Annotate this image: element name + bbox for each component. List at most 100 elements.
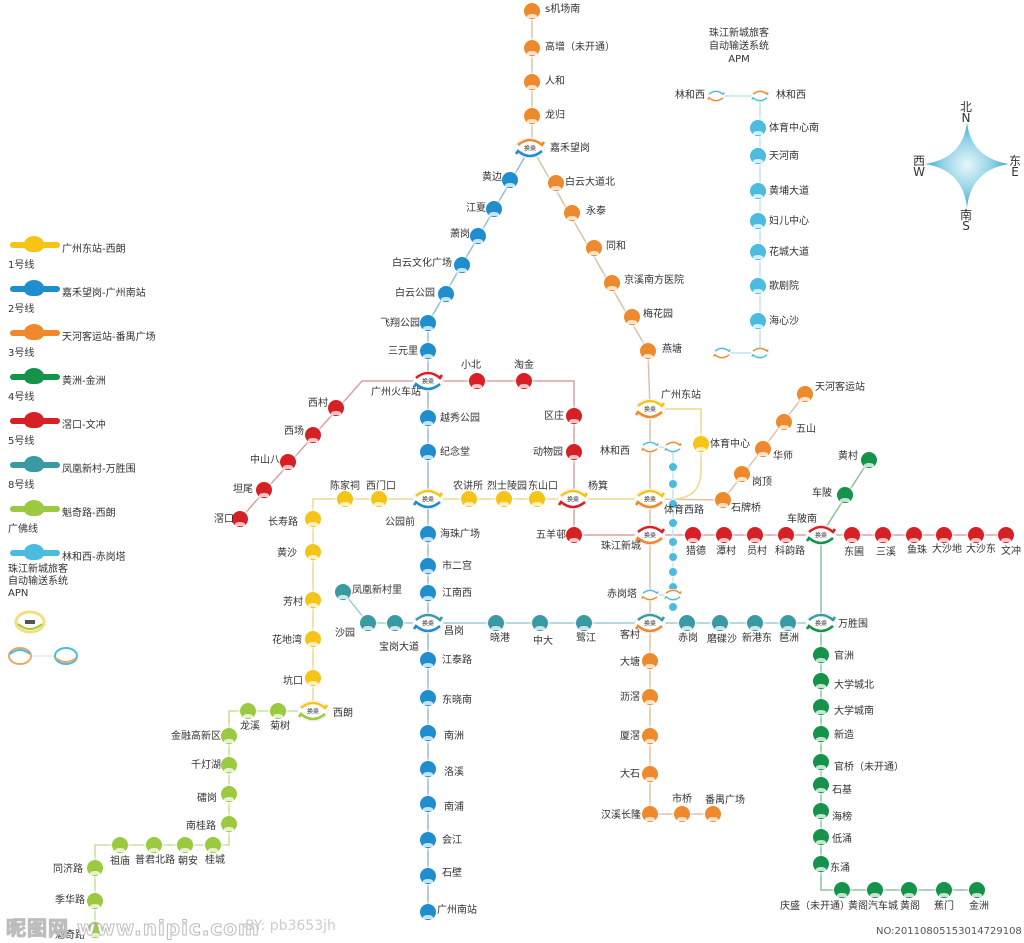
transfer-station[interactable]: 换乘 bbox=[804, 523, 838, 547]
station-marker-icon[interactable] bbox=[221, 816, 237, 832]
station-marker-icon[interactable] bbox=[486, 201, 502, 217]
apm-station-dot-icon[interactable] bbox=[669, 553, 677, 561]
station-marker-icon[interactable] bbox=[420, 652, 436, 668]
station-marker-icon[interactable] bbox=[420, 585, 436, 601]
station-marker-icon[interactable] bbox=[205, 837, 221, 853]
station-marker-icon[interactable] bbox=[548, 175, 564, 191]
station-marker-icon[interactable] bbox=[844, 527, 860, 543]
apm-station-dot-icon[interactable] bbox=[669, 568, 677, 576]
station-marker-icon[interactable] bbox=[780, 615, 796, 631]
station-marker-icon[interactable] bbox=[712, 615, 728, 631]
station-marker-icon[interactable] bbox=[305, 427, 321, 443]
transfer-station[interactable]: 换乘 bbox=[411, 611, 445, 635]
station-marker-icon[interactable] bbox=[337, 491, 353, 507]
station-marker-icon[interactable] bbox=[524, 3, 540, 19]
transfer-station[interactable]: 换乘 bbox=[633, 611, 667, 635]
station-marker-icon[interactable] bbox=[532, 615, 548, 631]
station-marker-icon[interactable] bbox=[566, 408, 582, 424]
station-marker-icon[interactable] bbox=[371, 491, 387, 507]
apm-station-dot-icon[interactable] bbox=[669, 480, 677, 488]
station-marker-icon[interactable] bbox=[516, 373, 532, 389]
station-marker-icon[interactable] bbox=[420, 444, 436, 460]
station-marker-icon[interactable] bbox=[360, 615, 376, 631]
station-marker-icon[interactable] bbox=[566, 527, 582, 543]
station-marker-icon[interactable] bbox=[750, 148, 766, 164]
station-marker-icon[interactable] bbox=[755, 441, 771, 457]
station-marker-icon[interactable] bbox=[685, 527, 701, 543]
apm-transfer-station[interactable] bbox=[710, 346, 734, 360]
station-marker-icon[interactable] bbox=[750, 213, 766, 229]
station-marker-icon[interactable] bbox=[564, 205, 580, 221]
station-marker-icon[interactable] bbox=[454, 257, 470, 273]
station-marker-icon[interactable] bbox=[221, 786, 237, 802]
station-marker-icon[interactable] bbox=[566, 444, 582, 460]
station-marker-icon[interactable] bbox=[642, 806, 658, 822]
station-marker-icon[interactable] bbox=[901, 882, 917, 898]
station-marker-icon[interactable] bbox=[420, 904, 436, 920]
station-marker-icon[interactable] bbox=[750, 120, 766, 136]
station-marker-icon[interactable] bbox=[529, 491, 545, 507]
station-marker-icon[interactable] bbox=[969, 882, 985, 898]
station-marker-icon[interactable] bbox=[469, 373, 485, 389]
station-marker-icon[interactable] bbox=[87, 860, 103, 876]
station-marker-icon[interactable] bbox=[861, 452, 877, 468]
station-marker-icon[interactable] bbox=[305, 592, 321, 608]
station-marker-icon[interactable] bbox=[750, 313, 766, 329]
station-marker-icon[interactable] bbox=[420, 343, 436, 359]
station-marker-icon[interactable] bbox=[420, 558, 436, 574]
station-marker-icon[interactable] bbox=[776, 414, 792, 430]
transfer-station[interactable]: 换乘 bbox=[411, 487, 445, 511]
transfer-station[interactable]: 换乘 bbox=[633, 523, 667, 547]
station-marker-icon[interactable] bbox=[438, 286, 454, 302]
station-marker-icon[interactable] bbox=[778, 527, 794, 543]
station-marker-icon[interactable] bbox=[968, 527, 984, 543]
station-marker-icon[interactable] bbox=[420, 832, 436, 848]
station-marker-icon[interactable] bbox=[747, 527, 763, 543]
station-marker-icon[interactable] bbox=[524, 108, 540, 124]
transfer-station[interactable]: 换乘 bbox=[556, 487, 590, 511]
station-marker-icon[interactable] bbox=[328, 400, 344, 416]
station-marker-icon[interactable] bbox=[936, 882, 952, 898]
transfer-station[interactable]: 换乘 bbox=[296, 699, 330, 723]
station-marker-icon[interactable] bbox=[524, 40, 540, 56]
station-marker-icon[interactable] bbox=[936, 527, 952, 543]
station-marker-icon[interactable] bbox=[240, 703, 256, 719]
station-marker-icon[interactable] bbox=[420, 410, 436, 426]
station-marker-icon[interactable] bbox=[87, 922, 103, 938]
station-marker-icon[interactable] bbox=[305, 631, 321, 647]
apm-transfer-station[interactable] bbox=[638, 588, 662, 602]
station-marker-icon[interactable] bbox=[112, 837, 128, 853]
station-marker-icon[interactable] bbox=[813, 726, 829, 742]
station-marker-icon[interactable] bbox=[834, 882, 850, 898]
station-marker-icon[interactable] bbox=[875, 527, 891, 543]
station-marker-icon[interactable] bbox=[270, 703, 286, 719]
station-marker-icon[interactable] bbox=[813, 754, 829, 770]
apm-station-dot-icon[interactable] bbox=[669, 519, 677, 527]
station-marker-icon[interactable] bbox=[146, 837, 162, 853]
station-marker-icon[interactable] bbox=[716, 527, 732, 543]
station-marker-icon[interactable] bbox=[813, 803, 829, 819]
transfer-station[interactable]: 换乘 bbox=[633, 487, 667, 511]
apm-transfer-station[interactable] bbox=[748, 346, 772, 360]
station-marker-icon[interactable] bbox=[576, 615, 592, 631]
station-marker-icon[interactable] bbox=[813, 699, 829, 715]
station-marker-icon[interactable] bbox=[674, 806, 690, 822]
station-marker-icon[interactable] bbox=[867, 882, 883, 898]
station-marker-icon[interactable] bbox=[305, 670, 321, 686]
station-marker-icon[interactable] bbox=[461, 491, 477, 507]
station-marker-icon[interactable] bbox=[387, 615, 403, 631]
station-marker-icon[interactable] bbox=[305, 544, 321, 560]
station-marker-icon[interactable] bbox=[420, 315, 436, 331]
station-marker-icon[interactable] bbox=[734, 466, 750, 482]
station-marker-icon[interactable] bbox=[693, 436, 709, 452]
station-marker-icon[interactable] bbox=[813, 673, 829, 689]
transfer-station[interactable]: 换乘 bbox=[513, 136, 547, 160]
station-marker-icon[interactable] bbox=[750, 183, 766, 199]
station-marker-icon[interactable] bbox=[604, 275, 620, 291]
apm-transfer-station[interactable] bbox=[748, 89, 772, 103]
station-marker-icon[interactable] bbox=[813, 856, 829, 872]
apm-station-dot-icon[interactable] bbox=[669, 463, 677, 471]
station-marker-icon[interactable] bbox=[586, 240, 602, 256]
station-marker-icon[interactable] bbox=[813, 777, 829, 793]
station-marker-icon[interactable] bbox=[813, 647, 829, 663]
